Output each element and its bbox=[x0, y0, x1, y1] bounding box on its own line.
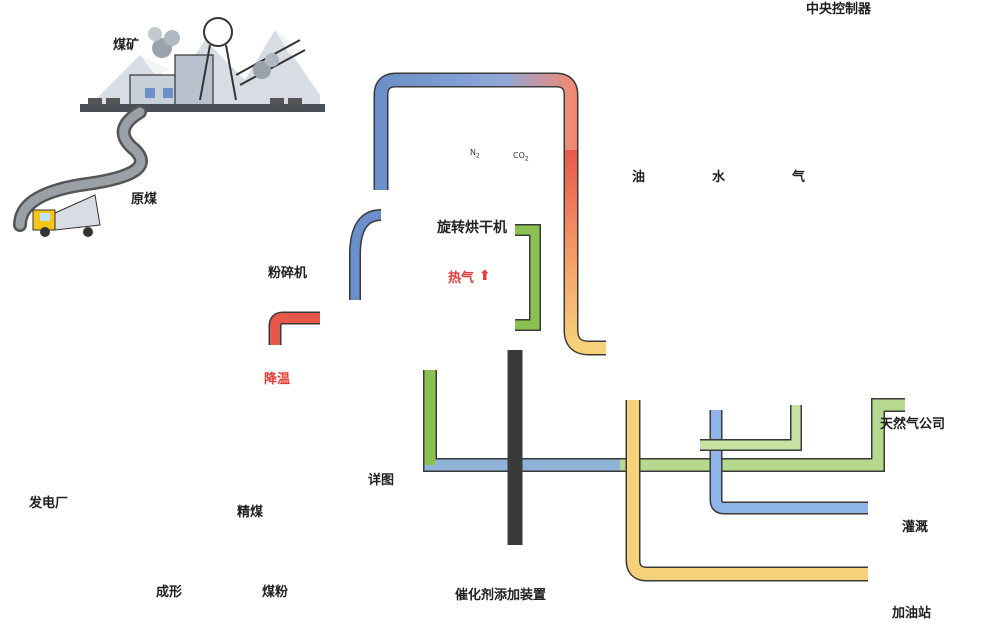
raw-coal-label: 原煤 bbox=[131, 192, 158, 207]
reactor-to-cooling-pipe bbox=[268, 311, 320, 345]
gas-label: 气 bbox=[792, 170, 806, 185]
coal-mine bbox=[13, 17, 325, 237]
gas-output-pipe bbox=[700, 405, 802, 451]
coal-powder-label: 煤粉 bbox=[262, 585, 289, 600]
top-loop-pipe bbox=[373, 72, 606, 356]
return-pipe bbox=[423, 370, 905, 472]
shaping-label: 成形 bbox=[156, 585, 183, 600]
water-label: 水 bbox=[712, 170, 726, 185]
left-blue-pipe bbox=[349, 209, 382, 300]
detail-label: 详图 bbox=[368, 473, 395, 488]
smoke-icon bbox=[148, 27, 279, 79]
coal-mine-label: 煤矿 bbox=[113, 38, 140, 53]
dryer-to-reactor-pipe bbox=[515, 224, 541, 331]
central-control-label: 中央控制器 bbox=[806, 2, 872, 17]
irrigation-label: 灌溉 bbox=[902, 520, 929, 535]
rotary-dryer-label: 旋转烘干机 bbox=[437, 220, 507, 236]
hot-air-label: 热气 bbox=[448, 271, 475, 286]
pulverizer-label: 粉碎机 bbox=[268, 266, 308, 281]
co2-label: CO2 bbox=[513, 151, 529, 163]
cooling-label: 降温 bbox=[264, 372, 291, 387]
n2-label: N2 bbox=[470, 148, 480, 160]
oil-label: 油 bbox=[632, 170, 646, 185]
oil-output-pipe bbox=[625, 400, 868, 582]
arrow-up-icon: ⬆ bbox=[479, 268, 491, 284]
gas-company-label: 天然气公司 bbox=[880, 417, 946, 432]
catalyst-device-label: 催化剂添加装置 bbox=[455, 588, 547, 603]
core-reactor-label: 核心反应器 bbox=[382, 325, 452, 341]
water-output-pipe bbox=[709, 410, 868, 515]
refined-coal-label: 精煤 bbox=[237, 505, 264, 520]
gas-station-label: 加油站 bbox=[892, 606, 932, 621]
power-plant-label: 发电厂 bbox=[29, 496, 69, 511]
